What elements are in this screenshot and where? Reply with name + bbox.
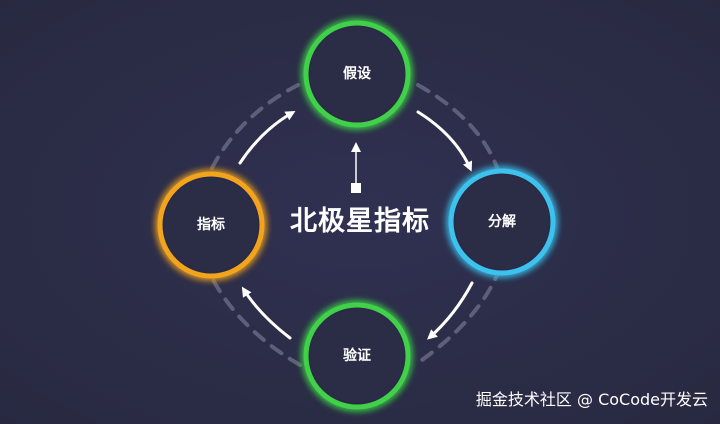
flow-arrows xyxy=(238,110,474,340)
arrow-metric-to-hypothesis xyxy=(238,111,296,165)
node-metric xyxy=(157,171,265,279)
node-hypothesis xyxy=(303,20,411,128)
node-label-hypothesis: 假设 xyxy=(343,66,371,82)
dashed-ring-top-left xyxy=(210,83,300,170)
arrow-hypothesis-to-decompose xyxy=(416,110,473,172)
dashed-ring-top-right xyxy=(416,83,500,172)
center-pointer-square xyxy=(351,183,361,193)
node-label-validate: 验证 xyxy=(343,348,371,364)
dashed-ring-bottom-right xyxy=(413,266,502,367)
node-decompose xyxy=(448,168,556,276)
node-label-decompose: 分解 xyxy=(488,214,516,230)
arrow-decompose-to-validate xyxy=(426,281,474,340)
watermark-text: 掘金技术社区 @ CoCode开发云 xyxy=(475,390,708,409)
node-label-metric: 指标 xyxy=(197,217,225,233)
center-pointer xyxy=(351,142,361,193)
dashed-ring-bottom-left xyxy=(210,276,302,367)
dashed-ring xyxy=(210,83,502,367)
arrow-validate-to-metric xyxy=(241,286,292,340)
center-title: 北极星指标 xyxy=(290,206,430,237)
node-validate xyxy=(303,302,411,410)
